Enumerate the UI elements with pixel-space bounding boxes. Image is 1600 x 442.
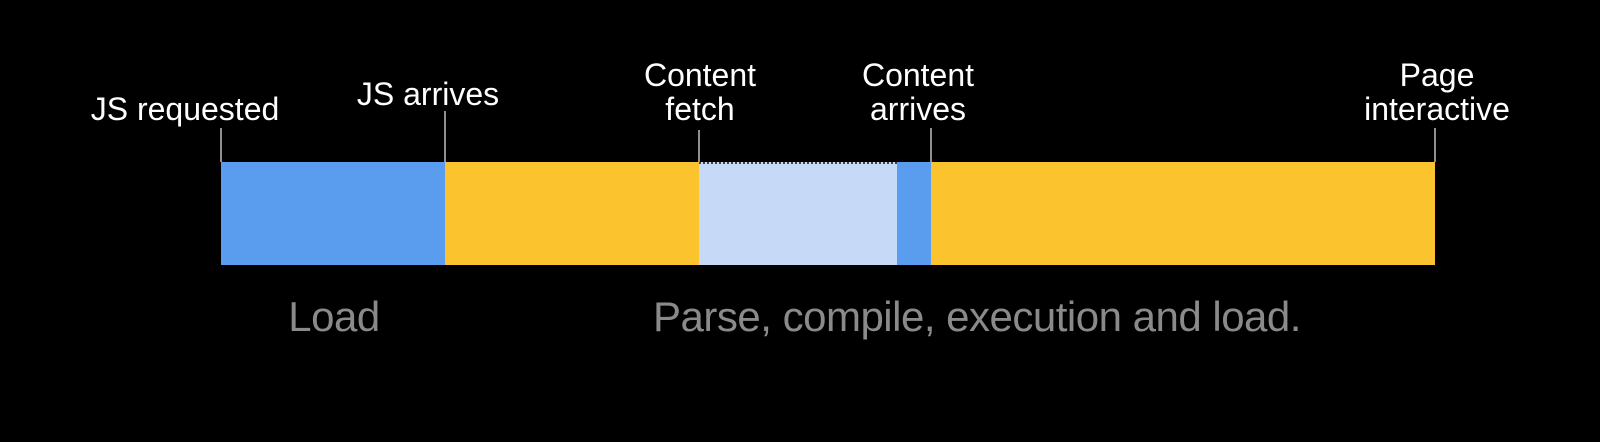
milestone-label-content-fetch: Content fetch	[644, 58, 756, 126]
phase-label-text: Parse, compile, execution and load.	[653, 293, 1301, 340]
segment-parse-compile	[445, 162, 699, 265]
phase-label-text: Load	[288, 293, 380, 340]
milestone-label-text: JS arrives	[356, 76, 500, 112]
segment-content-arrival	[897, 162, 931, 265]
milestone-label-line2: arrives	[869, 91, 967, 127]
milestone-label-text: JS requested	[90, 91, 280, 127]
phase-label-load: Load	[288, 293, 380, 340]
tick-content-arrives	[930, 128, 932, 162]
tick-js-requested	[220, 128, 222, 162]
milestone-label-line1: Content	[861, 57, 975, 93]
milestone-label-line2: interactive	[1364, 91, 1510, 127]
milestone-label-js-requested: JS requested	[91, 92, 280, 126]
milestone-label-line2: fetch	[665, 91, 735, 127]
segment-execution-load	[931, 162, 1435, 265]
milestone-label-page-interactive: Page interactive	[1364, 58, 1510, 126]
milestone-label-js-arrives: JS arrives	[357, 77, 499, 111]
segment-content-fetch	[699, 162, 897, 265]
milestone-label-line1: Content	[643, 57, 757, 93]
phase-label-parse-compile-execute-load: Parse, compile, execution and load.	[653, 294, 1301, 340]
tick-page-interactive	[1434, 128, 1436, 162]
milestone-label-content-arrives: Content arrives	[862, 58, 974, 126]
milestone-label-line1: Page	[1399, 57, 1475, 93]
segment-js-download	[221, 162, 445, 265]
tick-js-arrives	[444, 111, 446, 162]
timeline-bar	[221, 162, 1435, 265]
tick-content-fetch	[698, 130, 700, 162]
